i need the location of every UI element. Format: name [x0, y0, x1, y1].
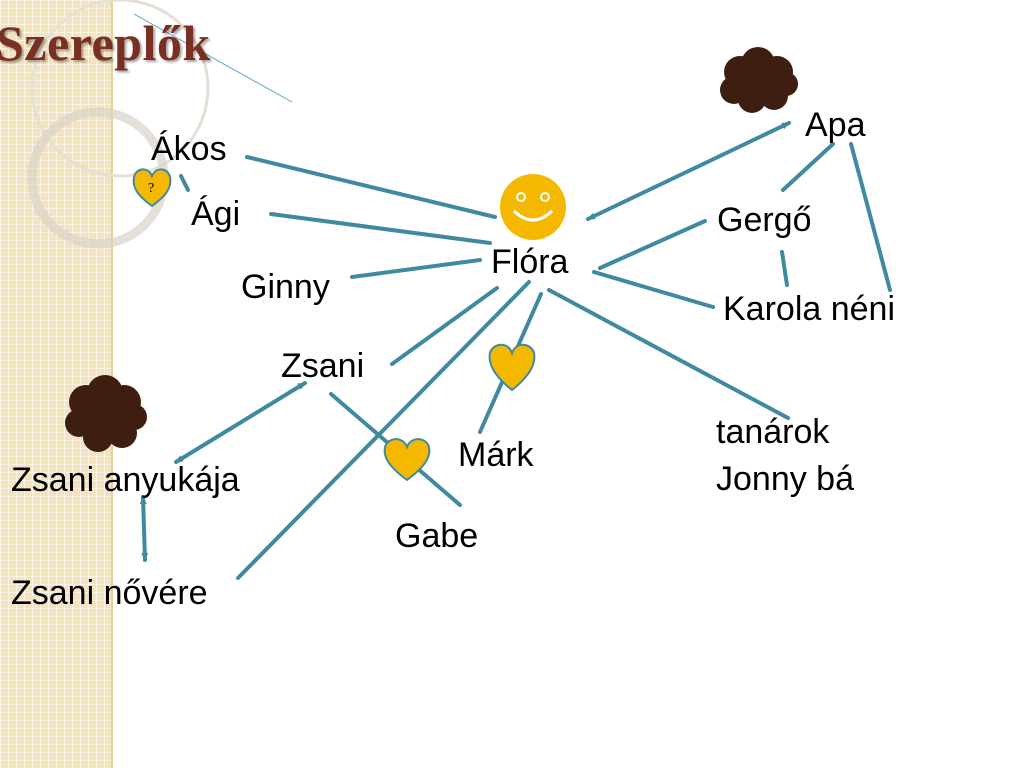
node-gergo: Gergő [717, 201, 812, 239]
connector-flora-gergo [598, 219, 707, 270]
node-karola-neni: Karola néni [723, 290, 896, 328]
connector-flora-zsani [390, 286, 499, 366]
node-akos: Ákos [151, 130, 227, 168]
node-mark: Márk [458, 436, 534, 474]
storm-cloud-icon [720, 47, 798, 113]
node-flora: Flóra [491, 243, 569, 281]
slide-title: Szereplők [0, 15, 211, 71]
node-zsani-novere: Zsani nővére [11, 574, 208, 612]
storm-cloud-icon [65, 375, 147, 452]
heart-icon [488, 343, 536, 392]
connectors [139, 121, 892, 580]
node-tanarok: tanárok [716, 413, 830, 451]
connector-zsani-anyukaja [174, 381, 307, 464]
connector-anyukaja-novere [139, 495, 149, 562]
heart-icon: ? [132, 168, 172, 208]
connector-flora-tanarok [547, 288, 790, 420]
connector-flora-apa [586, 121, 791, 221]
node-ginny: Ginny [241, 268, 330, 306]
heart-icon [383, 438, 431, 482]
node-zsani: Zsani [281, 347, 365, 385]
node-apa: Apa [805, 106, 866, 144]
connector-ginny-flora [350, 258, 482, 279]
connector-flora-karola [592, 270, 715, 309]
heart-question-mark: ? [148, 181, 154, 196]
node-gabe: Gabe [395, 517, 479, 555]
node-jonny-ba: Jonny bá [716, 460, 854, 498]
connector-apa-gergo [781, 142, 835, 192]
connector-gergo-karola [780, 250, 789, 287]
smiley-icon [500, 174, 566, 240]
node-zsani-anyukaja: Zsani anyukája [11, 461, 240, 499]
connector-flora-zsani-novere [236, 280, 531, 580]
node-agi: Ági [191, 195, 241, 233]
connector-akos-agi [179, 174, 190, 192]
connector-agi-flora [269, 212, 492, 245]
connector-apa-karola [849, 142, 892, 292]
connector-akos-flora [245, 155, 497, 219]
